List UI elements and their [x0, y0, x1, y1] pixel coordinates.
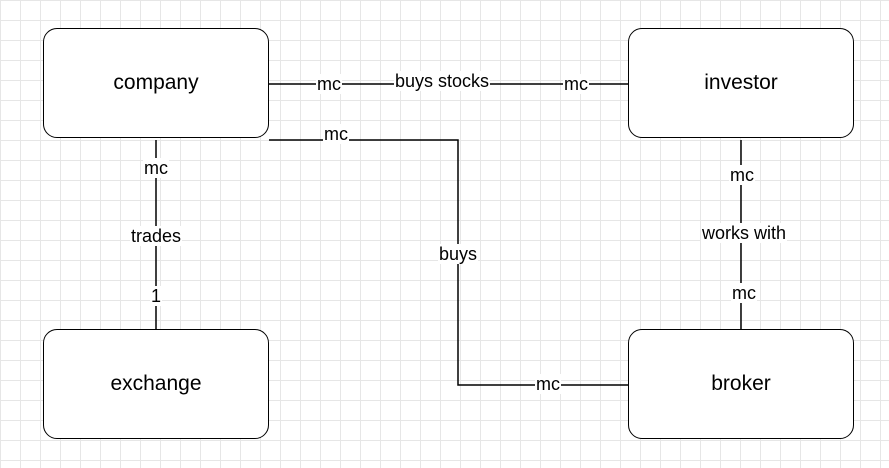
relationship-label: buys stocks — [393, 71, 491, 91]
relationship-label: works with — [700, 223, 788, 243]
cardinality-label: mc — [316, 74, 342, 94]
cardinality-label: 1 — [149, 286, 163, 306]
entity-broker[interactable]: broker — [628, 329, 854, 439]
entity-investor[interactable]: investor — [628, 28, 854, 138]
entity-exchange[interactable]: exchange — [43, 329, 269, 439]
relationship-label: trades — [129, 226, 183, 246]
cardinality-label: mc — [563, 74, 589, 94]
cardinality-label: mc — [535, 374, 561, 394]
cardinality-label: mc — [731, 283, 757, 303]
entity-company[interactable]: company — [43, 28, 269, 138]
relationship-label: buys — [437, 244, 479, 264]
cardinality-label: mc — [729, 165, 755, 185]
cardinality-label: mc — [323, 124, 349, 144]
cardinality-label: mc — [143, 158, 169, 178]
